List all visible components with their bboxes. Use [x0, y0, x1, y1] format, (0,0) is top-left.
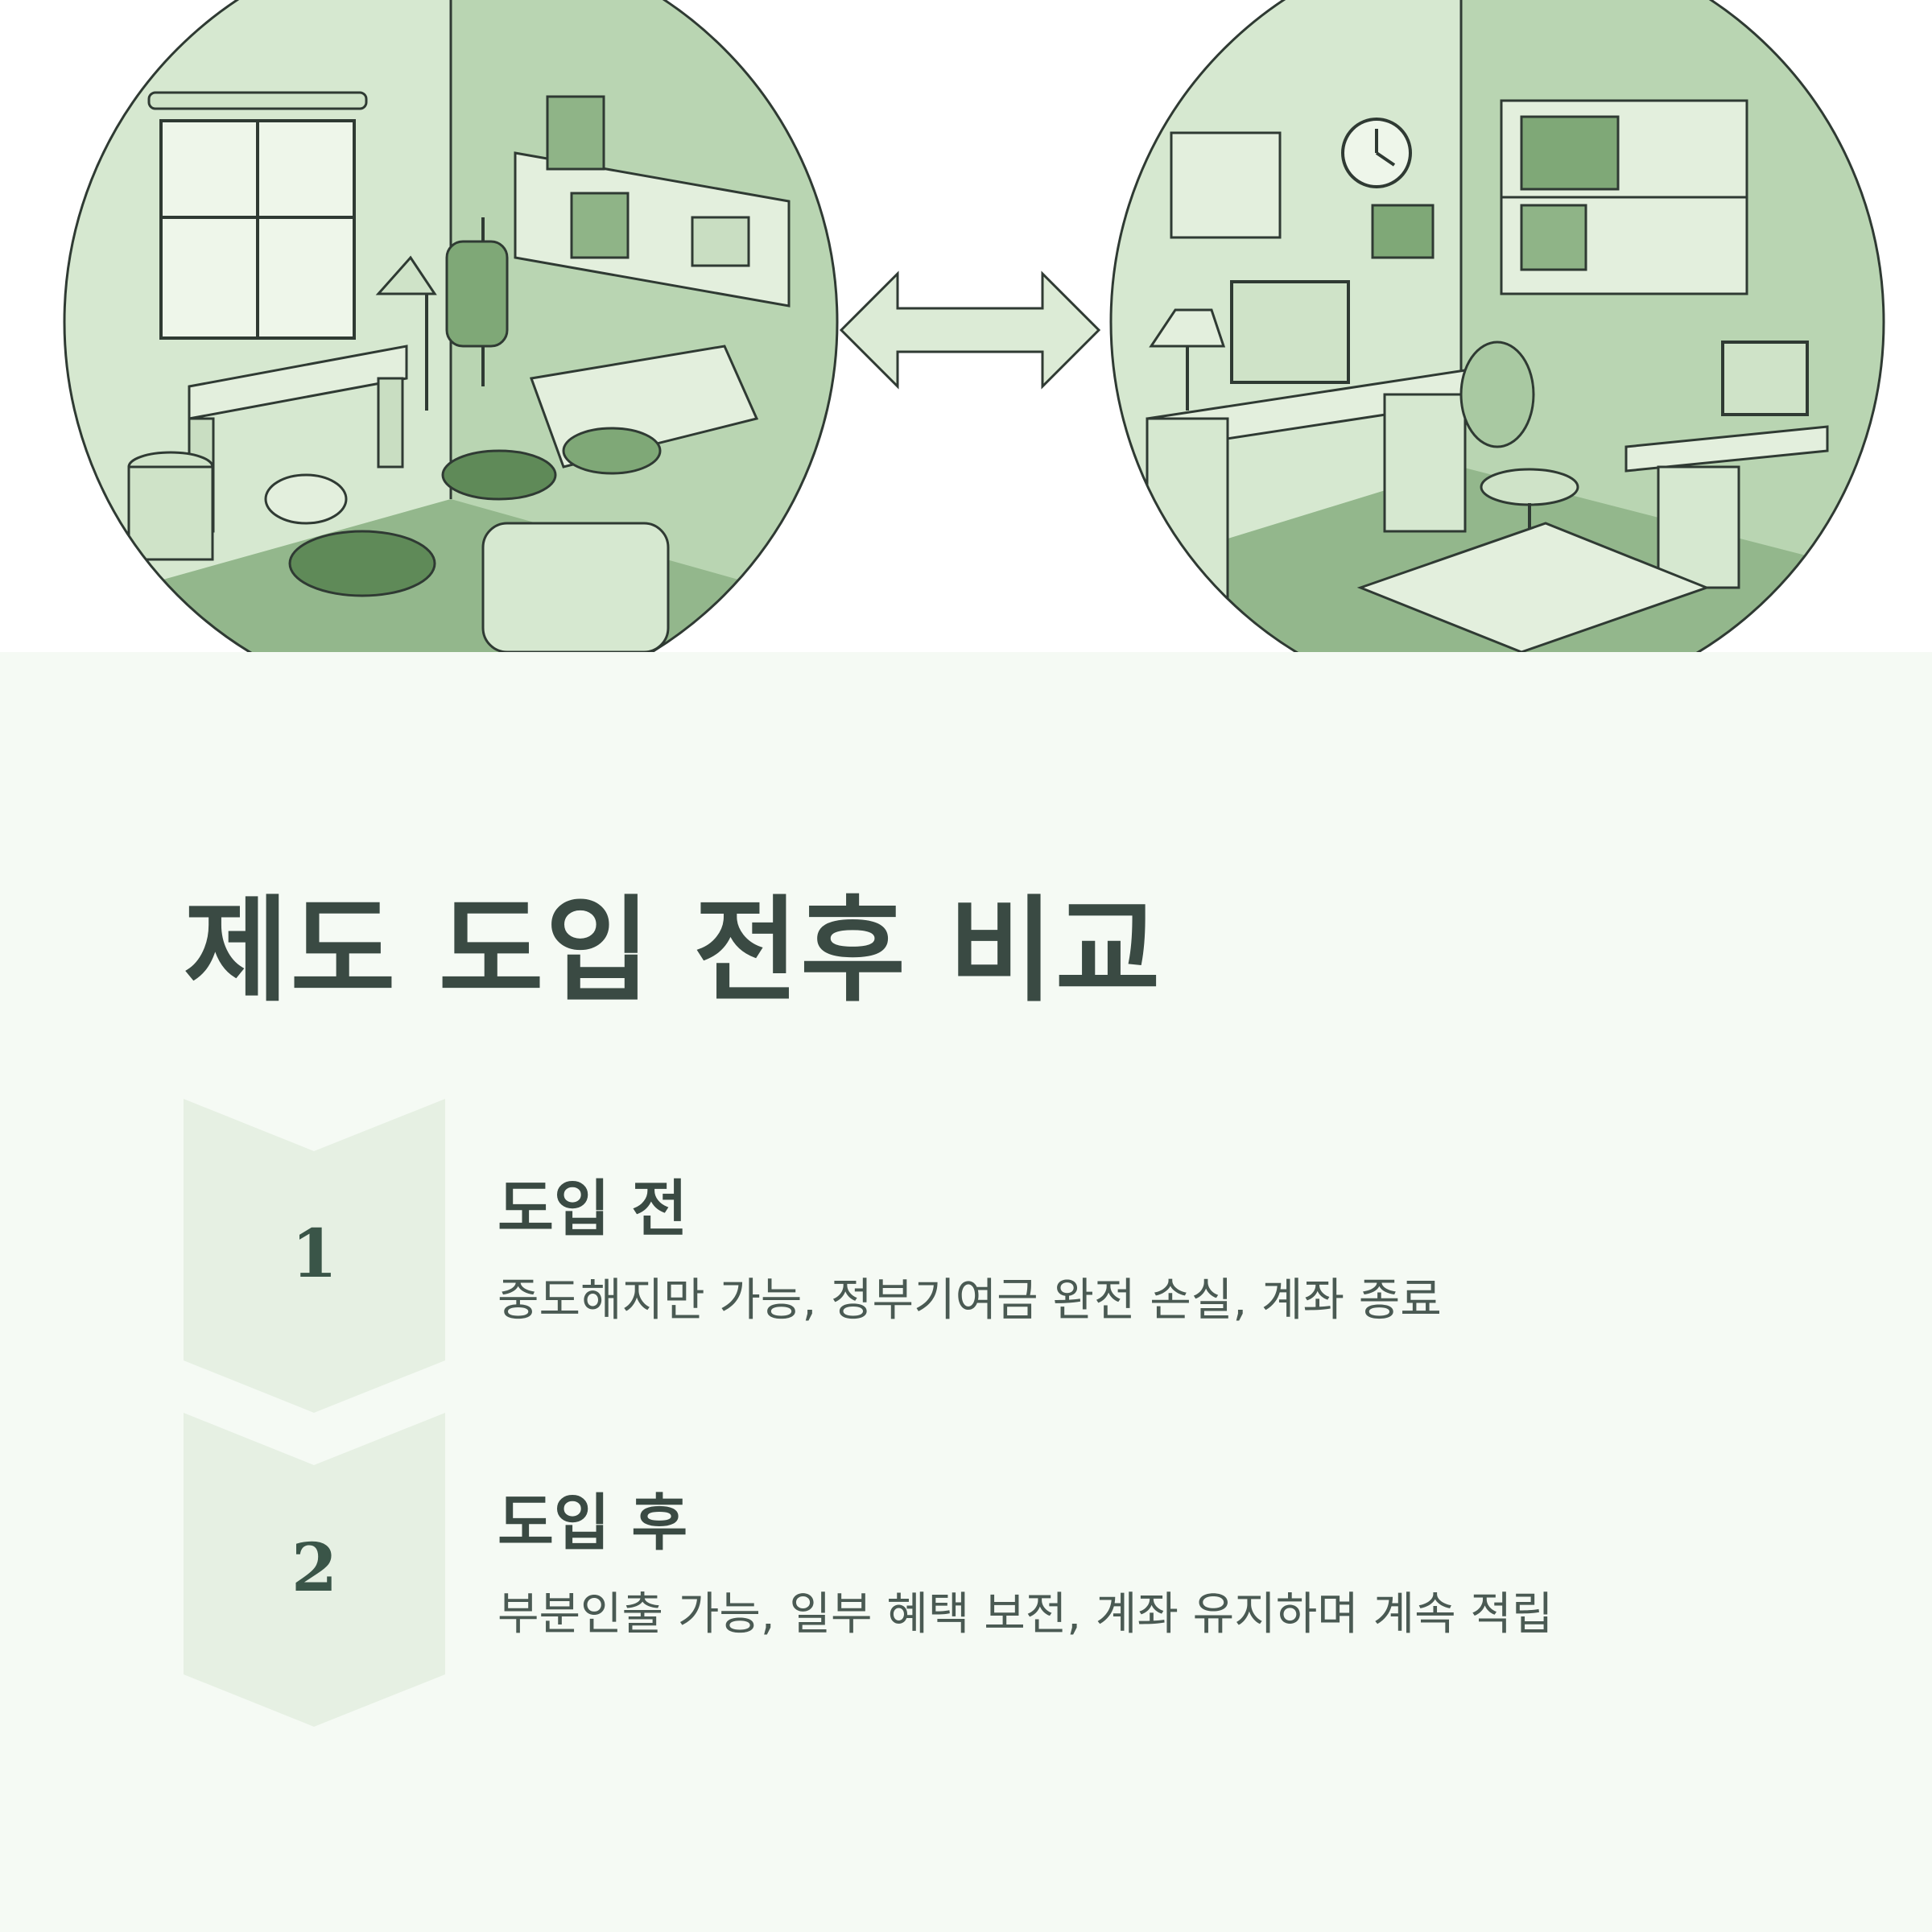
step-description: 중도해지만 가능, 정부기여금 완전 손실, 계좌 종료 [497, 1274, 1442, 1327]
before-after-illustration [63, 0, 1885, 652]
step-chevron-shape [184, 1099, 445, 1413]
step-title: 도입 전 [497, 1173, 688, 1245]
organized-room-illustration [1111, 0, 1884, 652]
cluttered-room-illustration [64, 0, 837, 652]
page-title: 제도 도입 전후 비교 [184, 885, 1162, 1018]
step-title: 도입 후 [497, 1487, 688, 1558]
step-description: 부분인출 가능, 일부 혜택 보전, 계좌 유지하며 계속 적립 [497, 1588, 1554, 1641]
comparison-section: 제도 도입 전후 비교 1 도입 전 중도해지만 가능, 정부기여금 완전 손실… [0, 652, 1932, 1932]
double-arrow-icon [839, 270, 1101, 390]
step-chevron-shape [184, 1413, 445, 1727]
step-number: 2 [291, 1530, 338, 1607]
hero-illustration [0, 0, 1932, 652]
step-number: 1 [291, 1216, 338, 1293]
